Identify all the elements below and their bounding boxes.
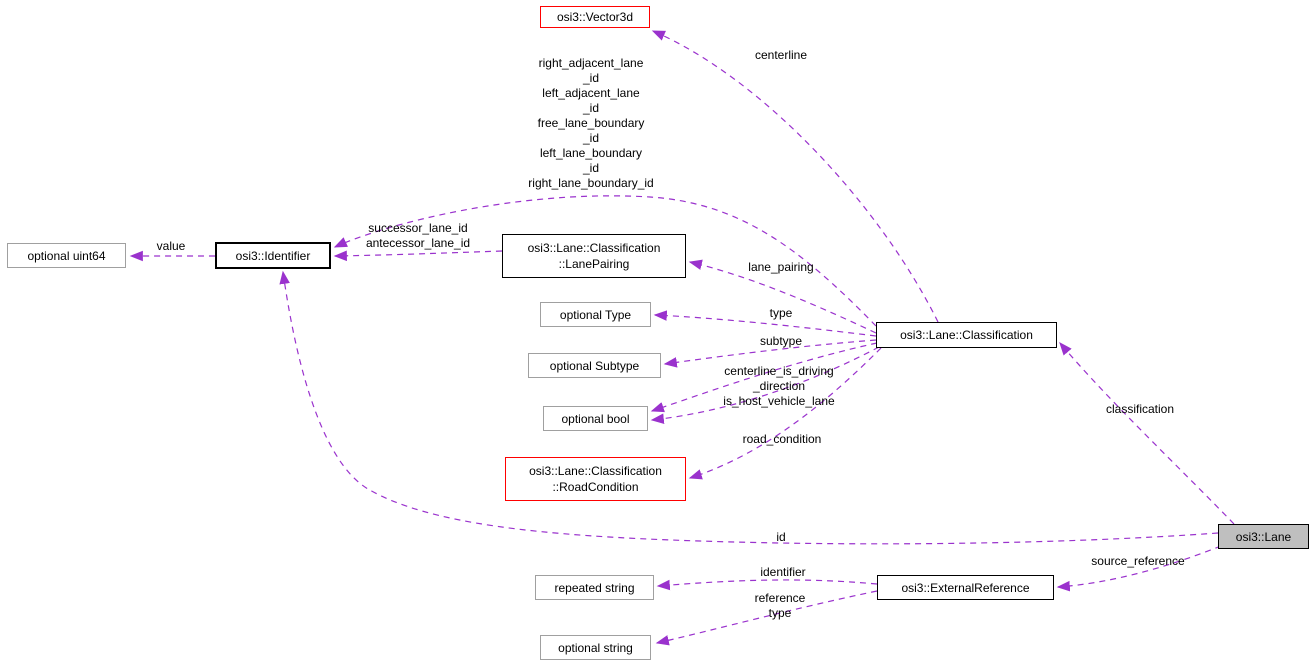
node-osi3-identifier[interactable]: osi3::Identifier: [215, 242, 331, 269]
edge-label-subtype: subtype: [759, 334, 803, 348]
node-optional-type: optional Type: [540, 302, 651, 327]
edge-label-road-condition: road_condition: [742, 432, 822, 446]
node-osi3-lane-classification-lanepairing[interactable]: osi3::Lane::Classification ::LanePairing: [502, 234, 686, 278]
edge-is-host-vehicle-lane: [650, 346, 880, 424]
edge-label-value: value: [156, 239, 186, 253]
node-osi3-lane-classification[interactable]: osi3::Lane::Classification: [876, 322, 1057, 348]
node-osi3-externalreference[interactable]: osi3::ExternalReference: [877, 575, 1054, 600]
node-optional-bool: optional bool: [543, 406, 648, 431]
node-optional-string: optional string: [540, 635, 651, 660]
edge-lane-pairing: [688, 259, 877, 334]
node-osi3-lane-current: osi3::Lane: [1218, 524, 1309, 549]
edge-label-source-reference: source_reference: [1091, 554, 1185, 568]
edge-label-lane-pairing: lane_pairing: [748, 260, 814, 274]
edge-classification: [1059, 341, 1235, 525]
edge-label-driving-flags: centerline_is_driving _direction is_host…: [723, 364, 835, 408]
edge-id: [279, 270, 1219, 545]
edge-identifier: [656, 579, 878, 591]
edge-label-adjacent-lane-ids: right_adjacent_lane _id left_adjacent_la…: [528, 56, 654, 190]
edge-label-centerline: centerline: [754, 48, 808, 62]
edge-label-id: id: [776, 530, 786, 544]
node-repeated-string: repeated string: [535, 575, 654, 600]
node-optional-uint64: optional uint64: [7, 243, 126, 268]
edge-label-successor-antecessor: successor_lane_id antecessor_lane_id: [365, 221, 471, 250]
edge-centerline-is-driving-direction: [650, 342, 878, 413]
edge-label-identifier: identifier: [760, 565, 806, 579]
edge-label-reference-type: reference type: [754, 591, 806, 620]
edge-label-classification: classification: [1105, 402, 1175, 416]
edge-subtype: [663, 339, 877, 368]
edge-centerline: [651, 30, 939, 323]
node-optional-subtype: optional Subtype: [528, 353, 661, 378]
edge-label-type: type: [769, 306, 793, 320]
edge-type: [653, 310, 877, 337]
node-osi3-lane-classification-roadcondition[interactable]: osi3::Lane::Classification ::RoadConditi…: [505, 457, 686, 501]
edge-reference-type: [655, 590, 878, 646]
edge-adjacent-lane-ids: [333, 195, 877, 327]
edge-successor-antecessor: [333, 250, 503, 262]
edge-road-condition: [688, 347, 882, 480]
node-osi3-vector3d[interactable]: osi3::Vector3d: [540, 6, 650, 28]
